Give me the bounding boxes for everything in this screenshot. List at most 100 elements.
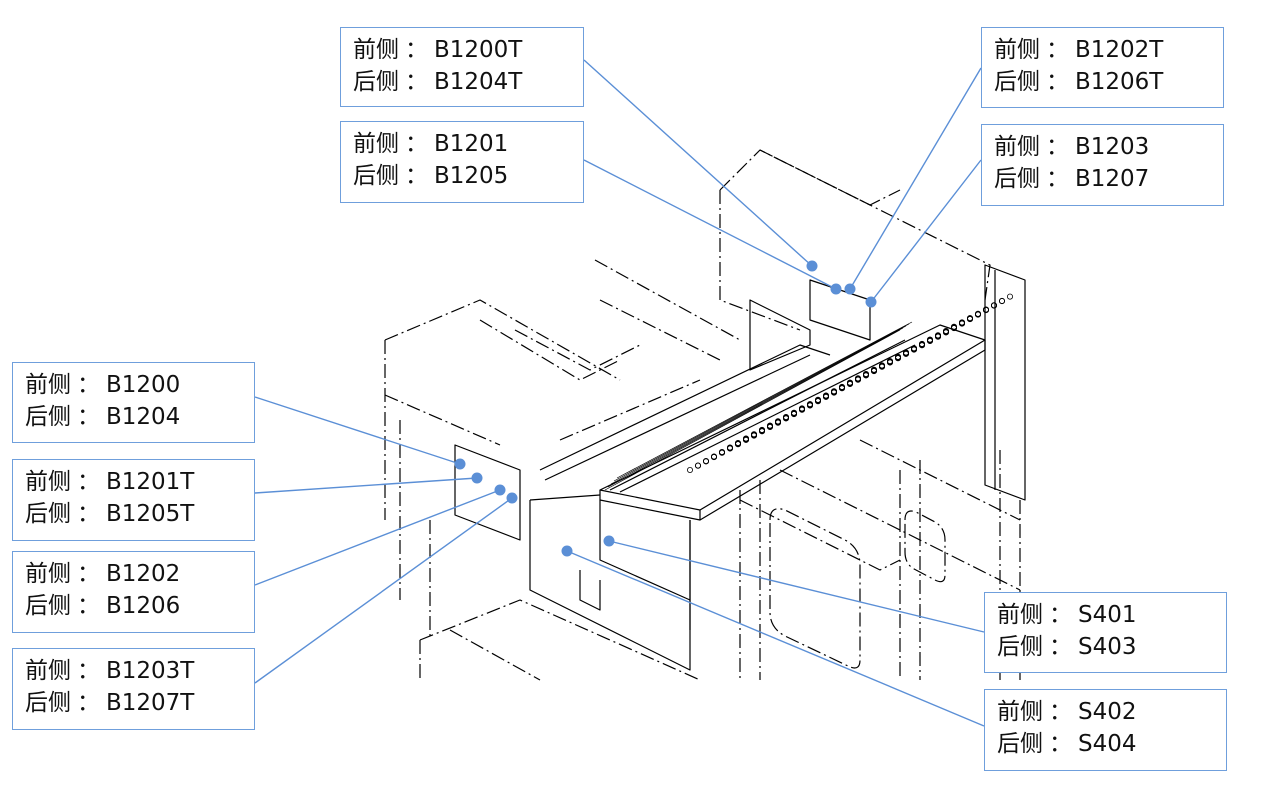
anchor-dot-b1203t [506, 492, 518, 504]
leader-lines [254, 59, 985, 727]
front-side-label: 前侧 [353, 131, 399, 157]
perforation-hole [935, 332, 942, 339]
perforation-hole [903, 349, 910, 356]
callout-b1201t: 前侧：B1201T 后侧：B1205T [12, 459, 255, 541]
machine-line-drawing [384, 149, 1026, 681]
callout-s402: 前侧：S402 后侧：S404 [984, 689, 1227, 771]
rear-side-value: S404 [1078, 731, 1137, 757]
perforation-hole [791, 409, 798, 416]
perforation-hole [815, 396, 822, 403]
perforation-hole [871, 366, 878, 373]
perforation-hole [727, 444, 734, 451]
rear-side-label: 后侧 [25, 690, 71, 716]
perforation-hole [847, 379, 854, 386]
perforation-hole [999, 297, 1006, 304]
perforation-hole [799, 405, 806, 412]
perforation-hole [711, 453, 718, 460]
front-side-value: B1200T [434, 37, 523, 63]
perforation-hole [887, 358, 894, 365]
anchor-dot-b1201 [830, 283, 842, 295]
callout-b1203: 前侧：B1203 后侧：B1207 [981, 124, 1224, 206]
front-side-label: 前侧 [997, 699, 1043, 725]
leader-line-b1202 [254, 489, 501, 586]
leader-line-b1201 [583, 159, 837, 290]
rear-side-value: B1207 [1075, 166, 1150, 192]
anchor-dot-b1200 [454, 458, 466, 470]
front-side-label: 前侧 [994, 134, 1040, 160]
rear-side-label: 后侧 [353, 163, 399, 189]
front-side-label: 前侧 [25, 469, 71, 495]
callout-b1200: 前侧：B1200 后侧：B1204 [12, 362, 255, 443]
perforation-hole [975, 310, 982, 317]
front-side-value: B1203T [106, 658, 195, 684]
anchor-dot-s401 [603, 535, 615, 547]
leader-line-b1203 [870, 159, 982, 303]
rear-side-label: 后侧 [994, 69, 1040, 95]
rear-side-label: 后侧 [997, 731, 1043, 757]
callout-b1202: 前侧：B1202 后侧：B1206 [12, 551, 255, 633]
leader-line-b1201t [254, 477, 478, 494]
rear-side-value: B1205 [434, 163, 509, 189]
perforation-hole [783, 413, 790, 420]
anchor-dot-b1202t [844, 283, 856, 295]
perforation-hole [807, 401, 814, 408]
perforation-hole [703, 457, 710, 464]
leader-line-s401 [608, 540, 985, 633]
rear-side-value: B1205T [106, 501, 195, 527]
front-side-label: 前侧 [997, 602, 1043, 628]
front-side-value: S402 [1078, 699, 1137, 725]
perforation-hole [751, 431, 758, 438]
rear-side-label: 后侧 [353, 69, 399, 95]
perforation-hole [823, 392, 830, 399]
front-side-value: B1200 [106, 372, 181, 398]
callout-b1200t: 前侧：B1200T 后侧：B1204T [340, 27, 584, 107]
perforation-hole [767, 422, 774, 429]
callout-b1203t: 前侧：B1203T 后侧：B1207T [12, 648, 255, 730]
rear-side-label: 后侧 [25, 593, 71, 619]
leader-line-s402 [566, 550, 985, 727]
perforation-hole [967, 315, 974, 322]
perforation-hole [775, 418, 782, 425]
front-side-label: 前侧 [994, 37, 1040, 63]
rear-side-value: B1204T [434, 69, 523, 95]
perforation-hole [831, 388, 838, 395]
anchor-dot-b1202 [494, 484, 506, 496]
perforation-hole [911, 345, 918, 352]
perforation-hole [959, 319, 966, 326]
front-side-value: B1202 [106, 561, 181, 587]
perforation-hole [743, 435, 750, 442]
perforation-hole [1007, 293, 1014, 300]
perforation-hole [895, 353, 902, 360]
callout-s401: 前侧：S401 后侧：S403 [984, 592, 1227, 673]
rear-side-value: B1206 [106, 593, 181, 619]
front-side-label: 前侧 [25, 658, 71, 684]
anchor-dot-b1203 [865, 296, 877, 308]
perforation-hole [879, 362, 886, 369]
perforation-hole [839, 383, 846, 390]
front-side-value: B1202T [1075, 37, 1164, 63]
perforation-hole [855, 375, 862, 382]
rear-side-value: S403 [1078, 634, 1137, 660]
front-side-label: 前侧 [25, 561, 71, 587]
front-side-label: 前侧 [353, 37, 399, 63]
grille-strip [604, 321, 913, 491]
perforated-cover-holes [687, 293, 1014, 473]
leader-line-b1202t [849, 67, 982, 290]
rear-side-label: 后侧 [25, 404, 71, 430]
rear-side-label: 后侧 [994, 166, 1040, 192]
callout-b1202t: 前侧：B1202T 后侧：B1206T [981, 27, 1224, 108]
leader-line-b1200 [254, 396, 461, 465]
front-side-value: B1201T [106, 469, 195, 495]
perforation-hole [687, 466, 694, 473]
perforation-hole [943, 327, 950, 334]
rear-side-label: 后侧 [25, 501, 71, 527]
perforation-hole [951, 323, 958, 330]
perforation-hole [695, 462, 702, 469]
front-side-label: 前侧 [25, 372, 71, 398]
perforation-hole [735, 439, 742, 446]
front-side-value: S401 [1078, 602, 1137, 628]
perforation-hole [927, 336, 934, 343]
perforation-hole [719, 448, 726, 455]
rear-frame-outline [384, 149, 1021, 681]
